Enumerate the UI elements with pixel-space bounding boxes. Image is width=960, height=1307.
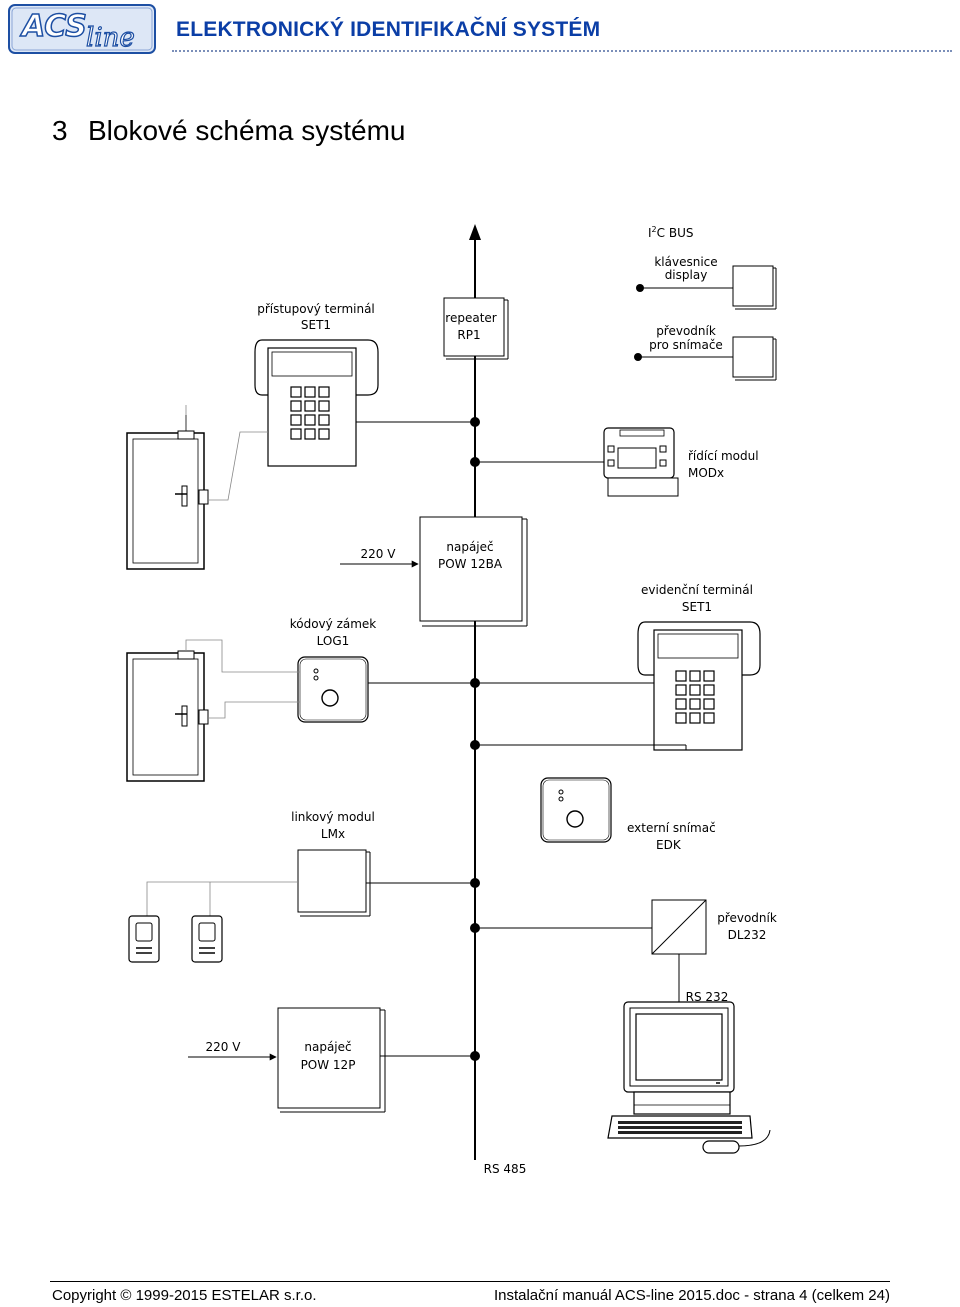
header-title: ELEKTRONICKÝ IDENTIFIKAČNÍ SYSTÉM	[176, 18, 601, 41]
svg-text:klávesnice: klávesnice	[654, 255, 717, 269]
reader-converter-unit: převodník pro snímače	[634, 324, 777, 381]
svg-text:RP1: RP1	[457, 328, 480, 342]
svg-text:POW 12P: POW 12P	[301, 1058, 356, 1072]
svg-text:napáječ: napáječ	[446, 540, 493, 554]
svg-text:display: display	[665, 268, 708, 282]
svg-text:pro snímače: pro snímače	[649, 338, 723, 352]
access-terminal: přístupový terminál SET1	[254, 302, 475, 467]
control-module: řídící modul MODx	[475, 427, 759, 497]
keyboard-display-unit: klávesnice display	[636, 255, 777, 310]
power-supply-pow12ba: 220 V napáječ POW 12BA	[340, 516, 528, 627]
svg-text:LMx: LMx	[321, 827, 345, 841]
external-reader: externí snímač EDK	[475, 744, 716, 852]
door-2	[126, 639, 300, 782]
door-1	[126, 405, 268, 570]
i2c-bus-label: I2C BUS	[648, 225, 693, 240]
section-heading: 3 Blokové schéma systému	[52, 115, 405, 147]
svg-text:externí snímač: externí snímač	[627, 821, 716, 835]
svg-text:220 V: 220 V	[361, 547, 397, 561]
svg-text:přístupový terminál: přístupový terminál	[257, 302, 375, 316]
code-lock: kódový zámek LOG1	[290, 617, 475, 723]
line-module: linkový modul LMx	[146, 810, 475, 917]
svg-text:POW 12BA: POW 12BA	[438, 557, 503, 571]
svg-text:MODx: MODx	[688, 466, 724, 480]
svg-text:SET1: SET1	[682, 600, 712, 614]
svg-text:EDK: EDK	[656, 838, 682, 852]
converter-dl232: převodník DL232	[475, 899, 777, 1002]
repeater-box: repeater RP1	[443, 297, 509, 360]
svg-text:linkový modul: linkový modul	[291, 810, 375, 824]
svg-text:převodník: převodník	[717, 911, 777, 925]
section-number: 3	[52, 115, 68, 146]
section-title: Blokové schéma systému	[88, 115, 406, 146]
main-bus-line	[469, 224, 481, 1160]
svg-text:line: line	[86, 23, 135, 53]
rs485-label: RS 485	[484, 1162, 527, 1176]
svg-text:SET1: SET1	[301, 318, 331, 332]
attendance-terminal: evidenční terminál SET1	[475, 583, 761, 751]
svg-text:napáječ: napáječ	[304, 1040, 351, 1054]
svg-text:repeater: repeater	[445, 311, 496, 325]
svg-text:převodník: převodník	[656, 324, 716, 338]
svg-text:řídící modul: řídící modul	[688, 449, 759, 463]
footer-divider	[50, 1281, 890, 1282]
rs232-label: RS 232	[686, 990, 729, 1004]
computer-workstation	[607, 1001, 771, 1154]
svg-text:evidenční terminál: evidenční terminál	[641, 583, 753, 597]
svg-text:LOG1: LOG1	[317, 634, 350, 648]
svg-text:ACS: ACS	[20, 9, 87, 44]
header-divider	[172, 50, 952, 52]
acs-line-logo: ACS line	[8, 4, 156, 54]
svg-text:DL232: DL232	[728, 928, 767, 942]
reader-pads	[128, 915, 223, 963]
power-supply-pow12p: 220 V napáječ POW 12P	[188, 1007, 475, 1113]
footer-copyright: Copyright © 1999-2015 ESTELAR s.r.o.	[52, 1287, 317, 1304]
svg-text:kódový zámek: kódový zámek	[290, 617, 377, 631]
footer-document-info: Instalační manuál ACS-line 2015.doc - st…	[493, 1287, 890, 1304]
svg-text:220 V: 220 V	[206, 1040, 242, 1054]
